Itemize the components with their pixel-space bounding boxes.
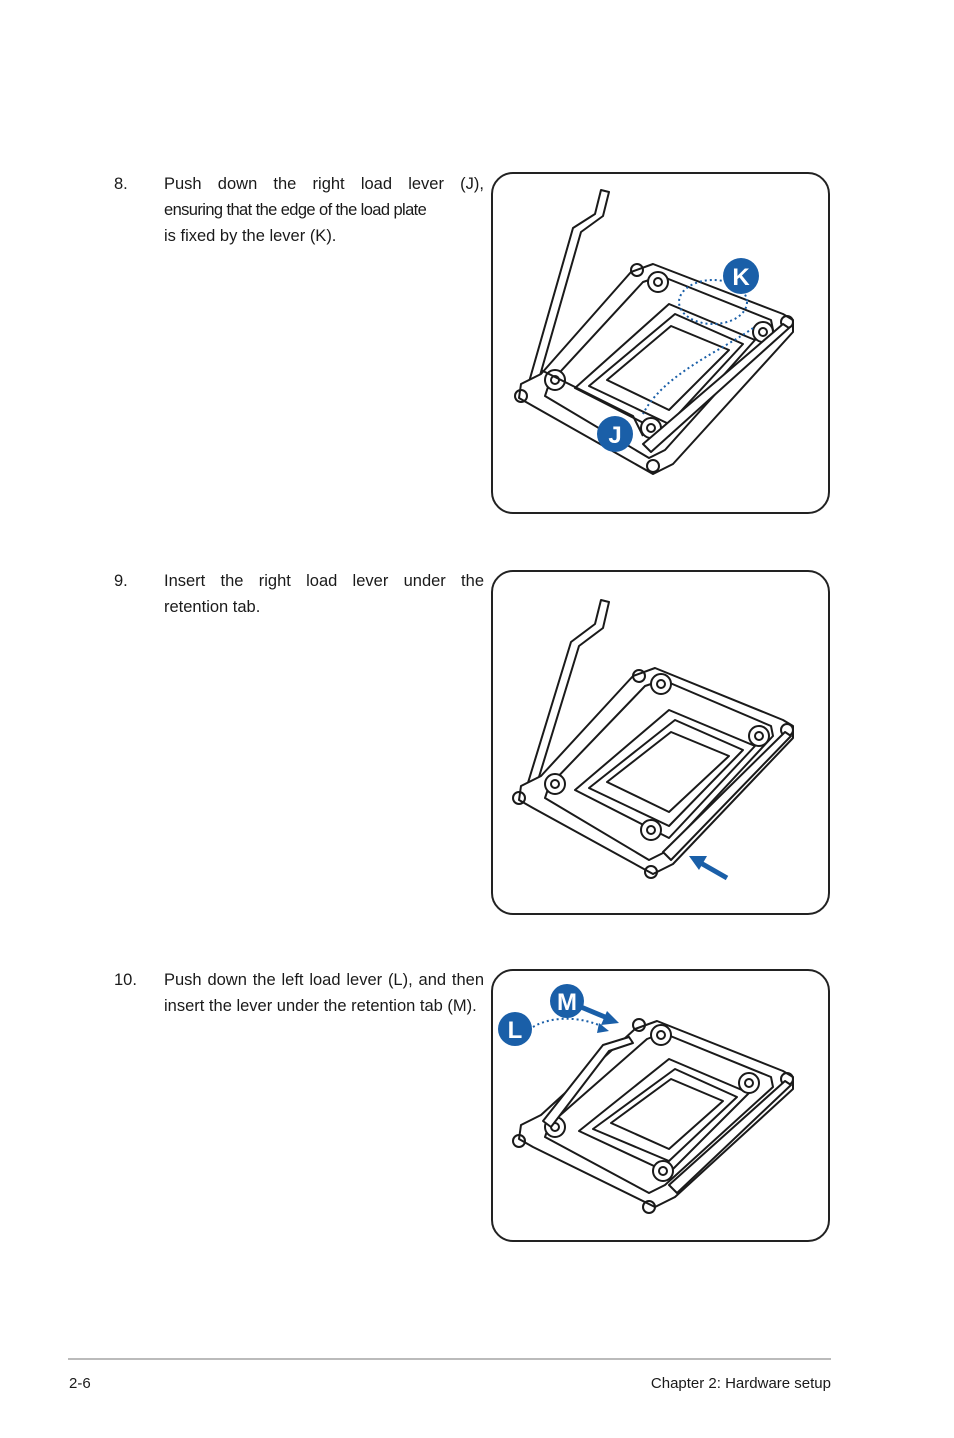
- callout-j-icon: [597, 416, 633, 452]
- step-text: Push down the right load lever (J), ensu…: [164, 171, 484, 249]
- step-text-line: Push down the right load lever (J),: [164, 175, 484, 193]
- figure-socket-lever-l-m: M L: [491, 969, 830, 1242]
- callout-m-label: M: [557, 989, 577, 1016]
- step-9: 9. Insert the right load lever under the…: [114, 568, 484, 620]
- push-arrow-icon: [689, 856, 729, 881]
- step-10: 10. Push down the left load lever (L), a…: [114, 967, 484, 1019]
- page-number: 2-6: [69, 1375, 91, 1392]
- callout-k-icon: [723, 258, 759, 294]
- callout-k-label: K: [732, 264, 750, 291]
- figure-socket-retention-tab: [491, 570, 830, 915]
- step-number: 8.: [114, 175, 128, 193]
- push-arrow-icon: [580, 1004, 619, 1025]
- step-text-line: is fixed by the lever (K).: [164, 227, 337, 245]
- step-number: 9.: [114, 572, 128, 590]
- socket-illustration: [512, 599, 794, 881]
- step-number: 10.: [114, 971, 137, 989]
- step-8: 8. Push down the right load lever (J), e…: [114, 171, 484, 249]
- socket-illustration: K J: [514, 189, 794, 475]
- step-text: Push down the left load lever (L), and t…: [164, 971, 484, 1015]
- step-text: Insert the right load lever under the re…: [164, 572, 484, 616]
- callout-l-label: L: [508, 1017, 523, 1044]
- callout-l-icon: [498, 1012, 532, 1046]
- callout-j-label: J: [608, 422, 621, 449]
- callout-m-icon: [550, 984, 584, 1018]
- chapter-title: Chapter 2: Hardware setup: [650, 1375, 831, 1392]
- figure-socket-lever-j-k: K J: [491, 172, 830, 514]
- step-text-line: ensuring that the edge of the load plate: [164, 201, 427, 219]
- socket-illustration: M L: [498, 984, 794, 1214]
- footer-divider: [68, 1358, 831, 1360]
